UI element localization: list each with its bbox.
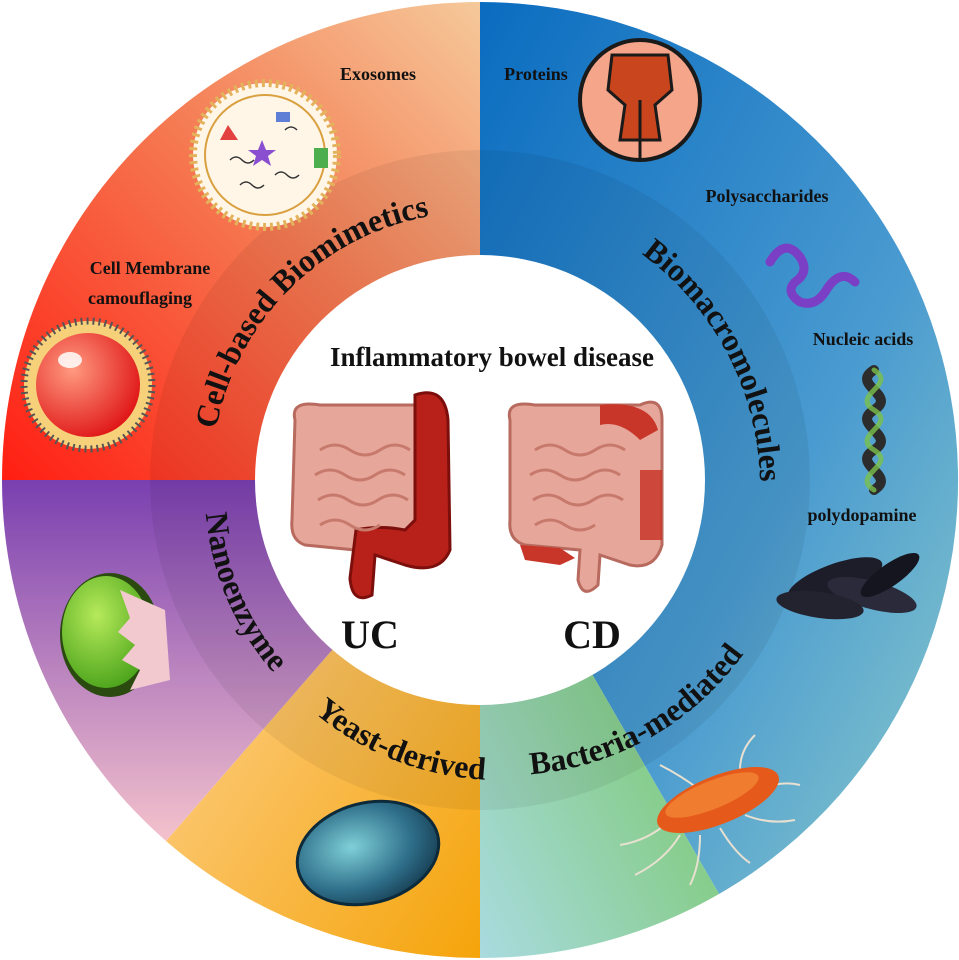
- cd-label: CD: [563, 612, 621, 657]
- label-exosomes: Exosomes: [340, 64, 416, 84]
- label-cell-membrane-1: Cell Membrane: [90, 258, 210, 278]
- protein-icon: [578, 38, 702, 162]
- sector-biomacromolecules: [480, 1, 959, 894]
- exosome-icon: [189, 79, 341, 231]
- center-title: Inflammatory bowel disease: [330, 342, 654, 372]
- uc-colon-illustration: [290, 391, 452, 600]
- uc-label: UC: [341, 612, 399, 657]
- label-polydopamine: polydopamine: [807, 505, 916, 525]
- mussel-icon: [776, 552, 920, 620]
- label-cell-membrane-2: camouflaging: [88, 288, 192, 308]
- red-cell-icon: [20, 317, 156, 453]
- label-nucleic-acids: Nucleic acids: [813, 329, 914, 349]
- bacteria-icon: [619, 734, 801, 886]
- nucleic-acid-icon: [862, 365, 886, 495]
- nanoenzyme-shell-icon: [60, 573, 170, 697]
- polysaccharide-icon: [765, 243, 860, 308]
- cd-colon-illustration: [507, 400, 664, 593]
- yeast-cell-icon: [295, 799, 441, 907]
- label-proteins: Proteins: [504, 64, 568, 84]
- label-polysaccharides: Polysaccharides: [706, 186, 829, 206]
